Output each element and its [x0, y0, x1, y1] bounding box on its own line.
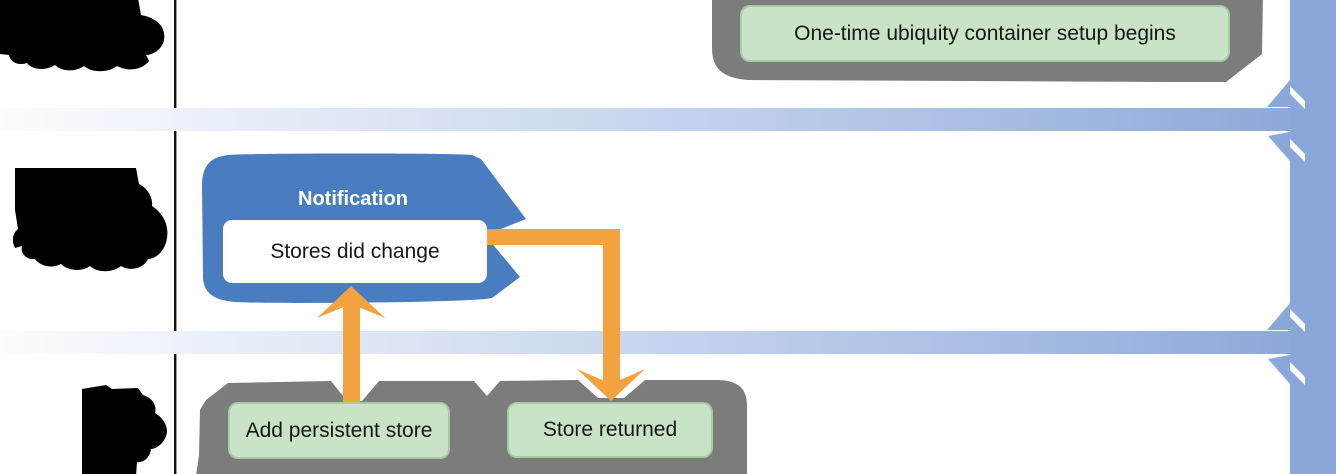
redacted-label-3 [82, 385, 167, 474]
chevron-gap-bottom [1290, 362, 1305, 385]
swimlane-band-1 [0, 108, 1312, 131]
store-returned-step-label: Store returned [542, 418, 678, 442]
chevron-gap-top [1290, 86, 1305, 109]
chevron-flare-bottom [1268, 132, 1290, 161]
setup-step-label: One-time ubiquity container setup begins [794, 21, 1176, 45]
lane-divider-line [174, 0, 177, 474]
notification-title: Notification [208, 186, 498, 212]
timeline-bar [1290, 0, 1336, 474]
chevron-gap-bottom [1290, 139, 1305, 162]
notification-event-box: Stores did change [223, 220, 487, 283]
setup-step-box: One-time ubiquity container setup begins [740, 5, 1230, 62]
chevron-flare-top [1267, 80, 1290, 107]
store-returned-connector-arrow [485, 229, 645, 401]
timeline-chevron-1 [1267, 80, 1305, 162]
store-returned-step-box: Store returned [507, 402, 713, 458]
add-store-step-label: Add persistent store [245, 418, 433, 442]
connector-horizontal [485, 229, 620, 245]
notification-event-label: Stores did change [270, 239, 440, 263]
arrow-shaft [343, 296, 360, 402]
add-store-step-box: Add persistent store [228, 402, 450, 459]
chevron-gap-top [1290, 309, 1305, 332]
redacted-label-2 [12, 168, 168, 272]
chevron-flare-top [1267, 303, 1290, 330]
chevron-flare-bottom [1268, 355, 1290, 384]
redacted-label-1 [0, 0, 165, 72]
notification-title-label: Notification [298, 188, 408, 210]
timeline-chevron-2 [1267, 303, 1305, 385]
connector-vertical [603, 229, 620, 387]
swimlane-band-2 [0, 331, 1312, 354]
stores-did-change-up-arrow [317, 286, 385, 402]
